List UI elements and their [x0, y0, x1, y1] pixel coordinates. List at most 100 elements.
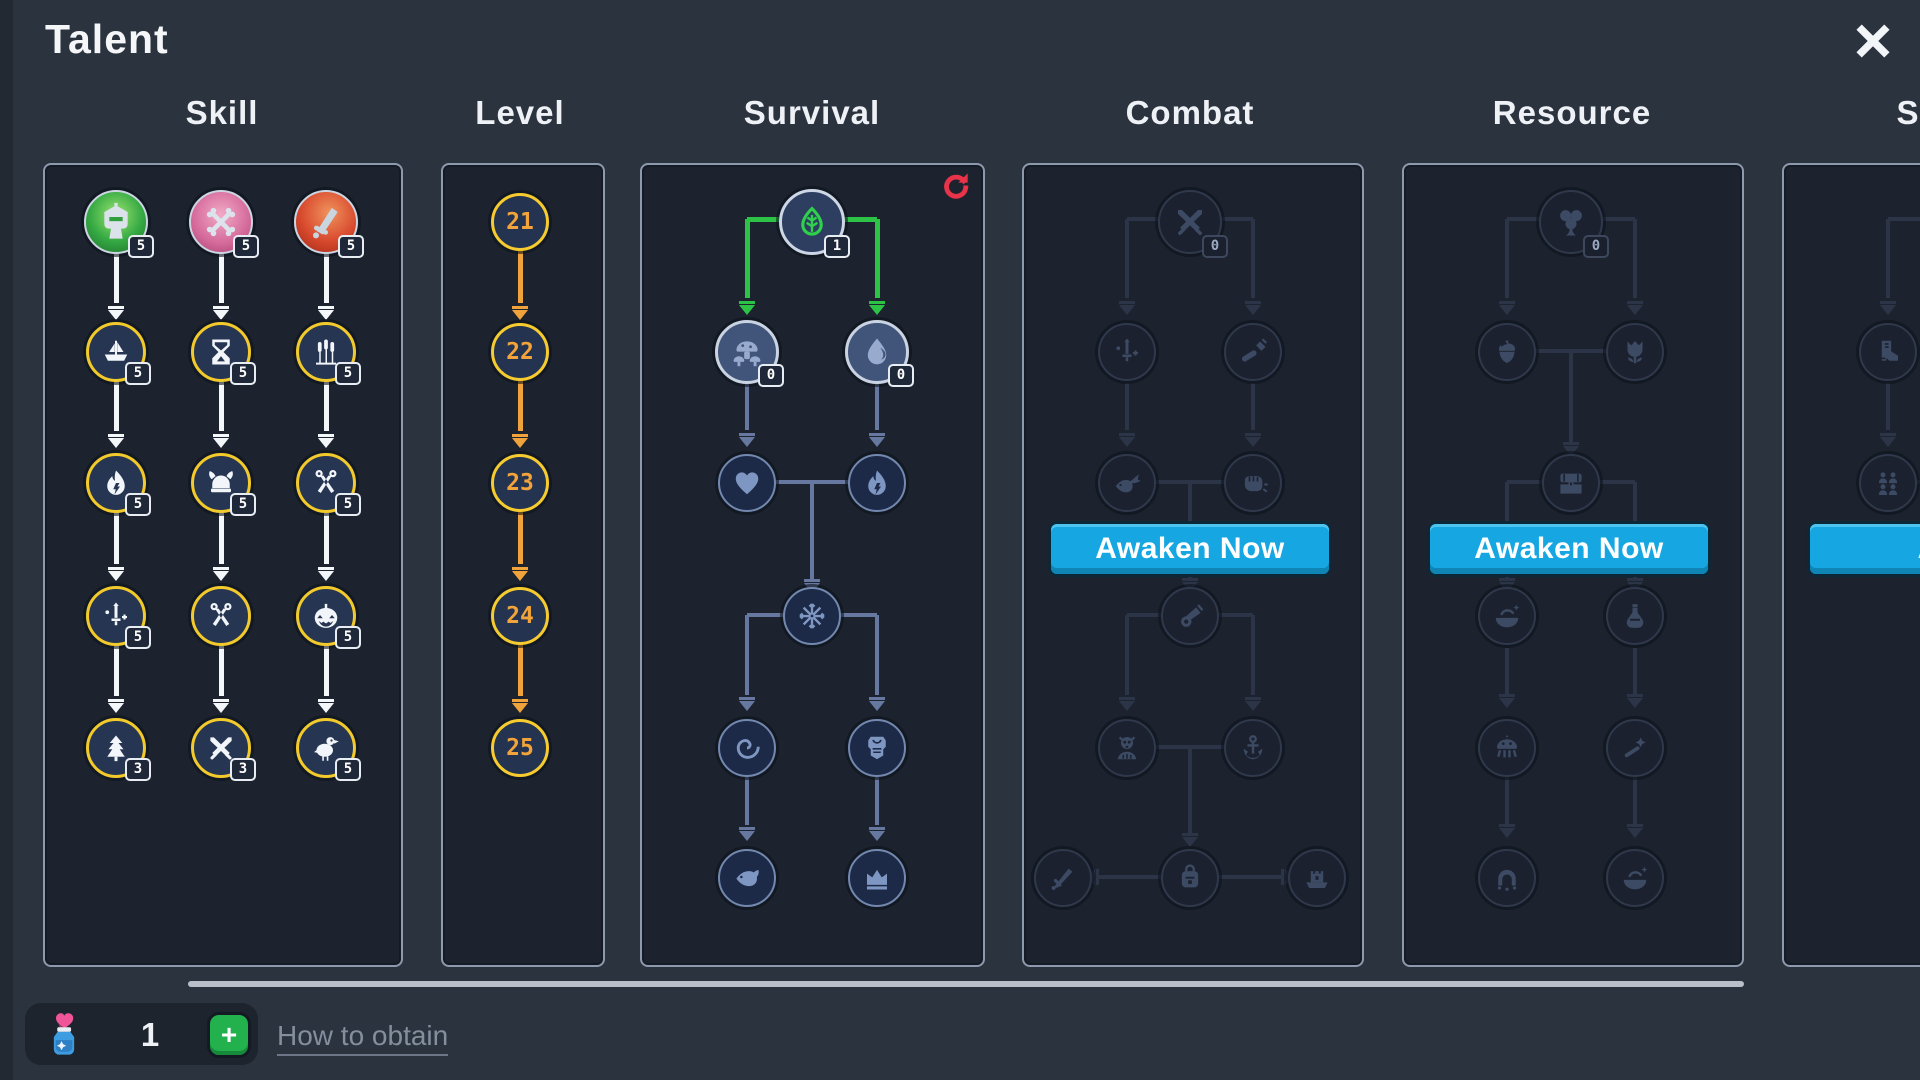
- arrow-down-icon: [211, 567, 231, 581]
- node-leafroot[interactable]: 1: [779, 189, 850, 258]
- level-label: 22: [506, 339, 534, 365]
- node-pumpkin[interactable]: 5: [296, 586, 361, 649]
- node-tulip[interactable]: [1606, 323, 1664, 381]
- connector: [323, 512, 329, 564]
- node-ship[interactable]: 5: [86, 322, 151, 385]
- awaken-button-resource[interactable]: Awaken Now: [1430, 524, 1708, 574]
- arrow-down-icon: [867, 827, 887, 841]
- reset-icon[interactable]: [939, 170, 971, 202]
- sword1-icon: [1051, 868, 1073, 890]
- node-sword1[interactable]: [1034, 849, 1092, 907]
- node-knight[interactable]: 5: [84, 190, 154, 258]
- connector: [1251, 219, 1255, 298]
- node-chest2[interactable]: [1542, 454, 1600, 512]
- node-rank-badge: 5: [128, 235, 154, 258]
- node-harpoonfish[interactable]: [1098, 454, 1156, 512]
- node-clover[interactable]: 0: [1539, 190, 1609, 258]
- node-rank-badge: 5: [230, 362, 256, 385]
- node-armor[interactable]: [848, 719, 906, 777]
- arrow-down-icon: [316, 434, 336, 448]
- arrow-down-icon: [510, 567, 530, 581]
- node-xswords[interactable]: 0: [1158, 190, 1228, 258]
- node-reeds[interactable]: 5: [296, 322, 361, 385]
- node-rank-badge: 5: [335, 493, 361, 516]
- arrow-down-icon: [1180, 833, 1200, 847]
- arrow-down-icon: [737, 433, 757, 447]
- connector: [1505, 648, 1509, 695]
- node-backpack[interactable]: [1161, 849, 1219, 907]
- node-bird[interactable]: 5: [296, 718, 361, 781]
- node-swordplus[interactable]: 5: [86, 586, 151, 649]
- node-horseshoe[interactable]: [1478, 849, 1536, 907]
- node-shrimpbowl[interactable]: [1606, 849, 1664, 907]
- node-crown[interactable]: [848, 849, 906, 907]
- node-swordplus[interactable]: [1098, 323, 1156, 381]
- node-shrimpbowl[interactable]: [1478, 587, 1536, 645]
- connector: [1886, 219, 1890, 298]
- node-droplet[interactable]: 0: [845, 320, 914, 387]
- node-dart[interactable]: [1224, 323, 1282, 381]
- chest2-icon: [1560, 473, 1582, 494]
- connector: [1633, 777, 1637, 825]
- close-button[interactable]: [1850, 18, 1896, 64]
- node-level-25[interactable]: 25: [491, 719, 549, 777]
- harpoonfish-icon: [1115, 474, 1141, 493]
- node-wand[interactable]: [1606, 719, 1664, 777]
- bones-icon: [206, 207, 236, 237]
- node-snowflake[interactable]: [783, 587, 841, 645]
- ship-icon: [104, 340, 128, 361]
- connector: [1218, 217, 1253, 221]
- connector: [113, 254, 119, 303]
- node-hourglass[interactable]: 5: [191, 322, 256, 385]
- node-level-21[interactable]: 21: [491, 193, 549, 251]
- node-acorn[interactable]: [1478, 323, 1536, 381]
- connector: [1505, 777, 1509, 825]
- clover-icon: [1560, 210, 1582, 236]
- mushrooms-icon: [733, 341, 761, 367]
- pine-icon: [107, 735, 125, 762]
- node-anchor[interactable]: [1224, 719, 1282, 777]
- awaken-button-combat[interactable]: Awaken Now: [1051, 524, 1329, 574]
- node-rank-badge: 3: [230, 758, 256, 781]
- node-scissors[interactable]: 5: [296, 453, 361, 516]
- node-fist[interactable]: [1224, 454, 1282, 512]
- node-mushrooms[interactable]: 0: [715, 320, 784, 387]
- how-to-obtain-link[interactable]: How to obtain: [277, 1020, 449, 1056]
- connector: [1127, 613, 1163, 617]
- node-helmet[interactable]: 5: [191, 453, 256, 516]
- node-xswords[interactable]: 3: [191, 718, 256, 781]
- connector: [810, 482, 814, 579]
- skullwar-icon: [1117, 736, 1137, 760]
- node-boot[interactable]: [1859, 323, 1917, 381]
- node-flask2[interactable]: [1606, 587, 1664, 645]
- node-shipcastle[interactable]: [1288, 849, 1346, 907]
- node-swordred[interactable]: 5: [294, 190, 364, 258]
- swordplus-icon: [105, 602, 127, 626]
- arrow-down-icon: [737, 697, 757, 711]
- horizontal-scrollbar[interactable]: [188, 981, 1744, 987]
- bird-icon: [314, 737, 339, 761]
- shrimpbowl-icon: [1495, 604, 1520, 628]
- spiral-icon: [736, 739, 760, 759]
- node-fish[interactable]: [718, 849, 776, 907]
- node-pine[interactable]: 3: [86, 718, 151, 781]
- node-flame[interactable]: [848, 454, 906, 512]
- node-bones[interactable]: 5: [189, 190, 259, 258]
- node-mushlegs[interactable]: [1478, 719, 1536, 777]
- node-skullwar[interactable]: [1098, 719, 1156, 777]
- column-header-skill: Skill: [185, 94, 259, 131]
- node-heart[interactable]: [718, 454, 776, 512]
- awaken-button-partial[interactable]: Awa: [1810, 524, 1920, 574]
- node-scissors[interactable]: [191, 586, 251, 646]
- connector: [1127, 217, 1162, 221]
- node-flame[interactable]: 5: [86, 453, 151, 516]
- node-level-23[interactable]: 23: [491, 454, 549, 512]
- add-points-button[interactable]: +: [210, 1015, 248, 1055]
- connector: [1505, 574, 1509, 579]
- node-level-22[interactable]: 22: [491, 323, 549, 381]
- node-group4[interactable]: [1859, 454, 1917, 512]
- node-level-24[interactable]: 24: [491, 587, 549, 645]
- node-spiral[interactable]: [718, 719, 776, 777]
- node-cannon[interactable]: [1161, 587, 1219, 645]
- arrow-down-icon: [106, 306, 126, 320]
